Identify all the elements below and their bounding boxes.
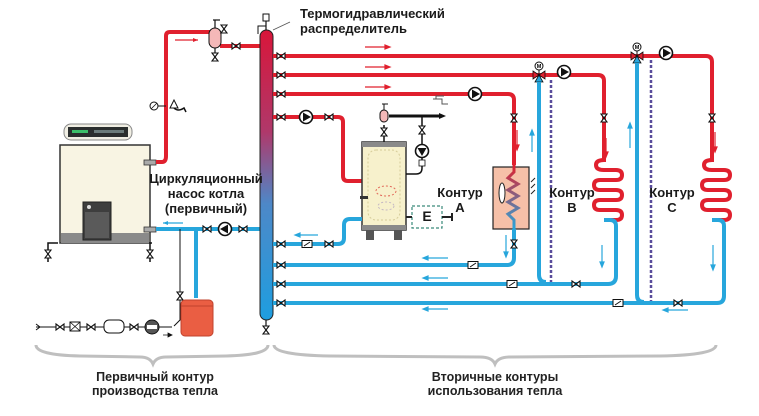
valve-icon: [276, 261, 286, 269]
valve-icon: [324, 240, 334, 248]
contour-c-label: Контур C: [649, 185, 695, 215]
valve-icon: [600, 113, 608, 123]
valve-icon: [86, 323, 96, 331]
bypass-contour-b: [537, 82, 547, 284]
primary-pump-label: Циркуляционный насос котла (первичный): [149, 171, 263, 216]
check-valve-icon: [506, 280, 518, 288]
primary-supply-pipe: [156, 30, 210, 164]
valve-icon: [673, 299, 683, 307]
contour-c-pump-icon: [658, 45, 674, 61]
check-valve-icon: [612, 299, 624, 307]
boiler-supply-stub: [143, 159, 157, 166]
separator-title-line2: распределитель: [300, 20, 408, 36]
valve-icon: [276, 280, 286, 288]
contour-a-pump-icon: [467, 86, 483, 102]
contour-b-label: Контур B: [549, 185, 595, 215]
check-valve-icon: [418, 159, 426, 167]
air-vent-icon: [220, 24, 228, 34]
valve-icon: [231, 42, 241, 50]
supply-line-dhw: [273, 115, 362, 183]
valve-icon: [380, 127, 388, 137]
recirculation-pump-icon: [414, 143, 430, 159]
check-valve-icon: [467, 261, 479, 269]
return-line-dhw: [273, 217, 362, 246]
valve-icon: [276, 52, 286, 60]
radiator-coil-c-icon: [699, 150, 733, 222]
supply-line-contour-a: [273, 92, 516, 165]
dhw-pump-icon: [298, 109, 314, 125]
supply-line-contour-b: [273, 73, 606, 150]
return-line-contour-b: [273, 218, 618, 286]
valve-icon: [708, 113, 716, 123]
make-up-line: [173, 229, 181, 327]
return-flow-arrows: [293, 232, 716, 313]
make-up-water-line: [35, 319, 173, 338]
valve-icon: [418, 125, 426, 135]
contour-a-label: Контур A: [437, 185, 483, 215]
contour-b-pump-icon: [556, 64, 572, 80]
hydraulic-separator: [257, 13, 291, 335]
three-way-mixing-valve-icon: [532, 61, 546, 83]
valve-icon: [55, 323, 65, 331]
radiator-coil-b-icon: [591, 150, 625, 222]
separator-title: Термогидравлический распределитель: [300, 6, 445, 37]
expansion-tank: [180, 299, 214, 337]
drain-valve-icon: [44, 249, 52, 259]
valve-icon: [129, 323, 139, 331]
valve-icon: [276, 90, 286, 98]
valve-icon: [238, 225, 248, 233]
check-valve-icon: [301, 240, 313, 248]
valve-icon: [324, 113, 334, 121]
separator-title-line1: Термогидравлический: [300, 6, 445, 21]
recirculation-line: [406, 116, 423, 175]
boiler-return-stub: [143, 226, 157, 233]
air-separator: [208, 19, 228, 62]
drain-valve-icon: [211, 52, 219, 62]
primary-brace: [34, 344, 270, 368]
hot-water-tank: [360, 141, 407, 240]
secondary-brace: [272, 344, 718, 368]
return-line-contour-c: [273, 218, 726, 305]
bypass-contour-c: [635, 63, 645, 304]
air-vent-icon: [262, 13, 270, 22]
secondary-circuits-caption: Вторичные контуры использования тепла: [427, 370, 563, 399]
water-softener-icon: [103, 319, 125, 334]
faucet-icon: [433, 95, 448, 105]
safety-group: [149, 98, 187, 113]
boiler: [44, 123, 157, 262]
air-separator-dhw: [379, 109, 389, 123]
valve-icon: [276, 113, 286, 121]
electric-heater-label: E: [422, 208, 432, 224]
valve-icon: [276, 71, 286, 79]
leader-line: [272, 21, 291, 31]
drain-valve-icon: [262, 325, 270, 335]
drain-valve-icon: [146, 249, 154, 259]
primary-pump-icon: [217, 221, 233, 237]
safety-valve-icon: [169, 98, 179, 109]
fan-icon: [498, 182, 506, 204]
return-line-contour-a: [273, 229, 516, 267]
valve-icon: [202, 225, 212, 233]
valve-icon: [510, 113, 518, 123]
valve-icon: [176, 291, 184, 301]
valve-icon: [276, 299, 286, 307]
three-way-mixing-valve-icon: [630, 42, 644, 64]
supply-line-contour-c: [273, 54, 714, 150]
valve-icon: [276, 240, 286, 248]
valve-icon: [571, 280, 581, 288]
primary-circuit-caption: Первичный контур производства тепла: [91, 370, 218, 399]
valve-icon: [510, 239, 518, 249]
fan-coil-unit: [492, 165, 536, 230]
